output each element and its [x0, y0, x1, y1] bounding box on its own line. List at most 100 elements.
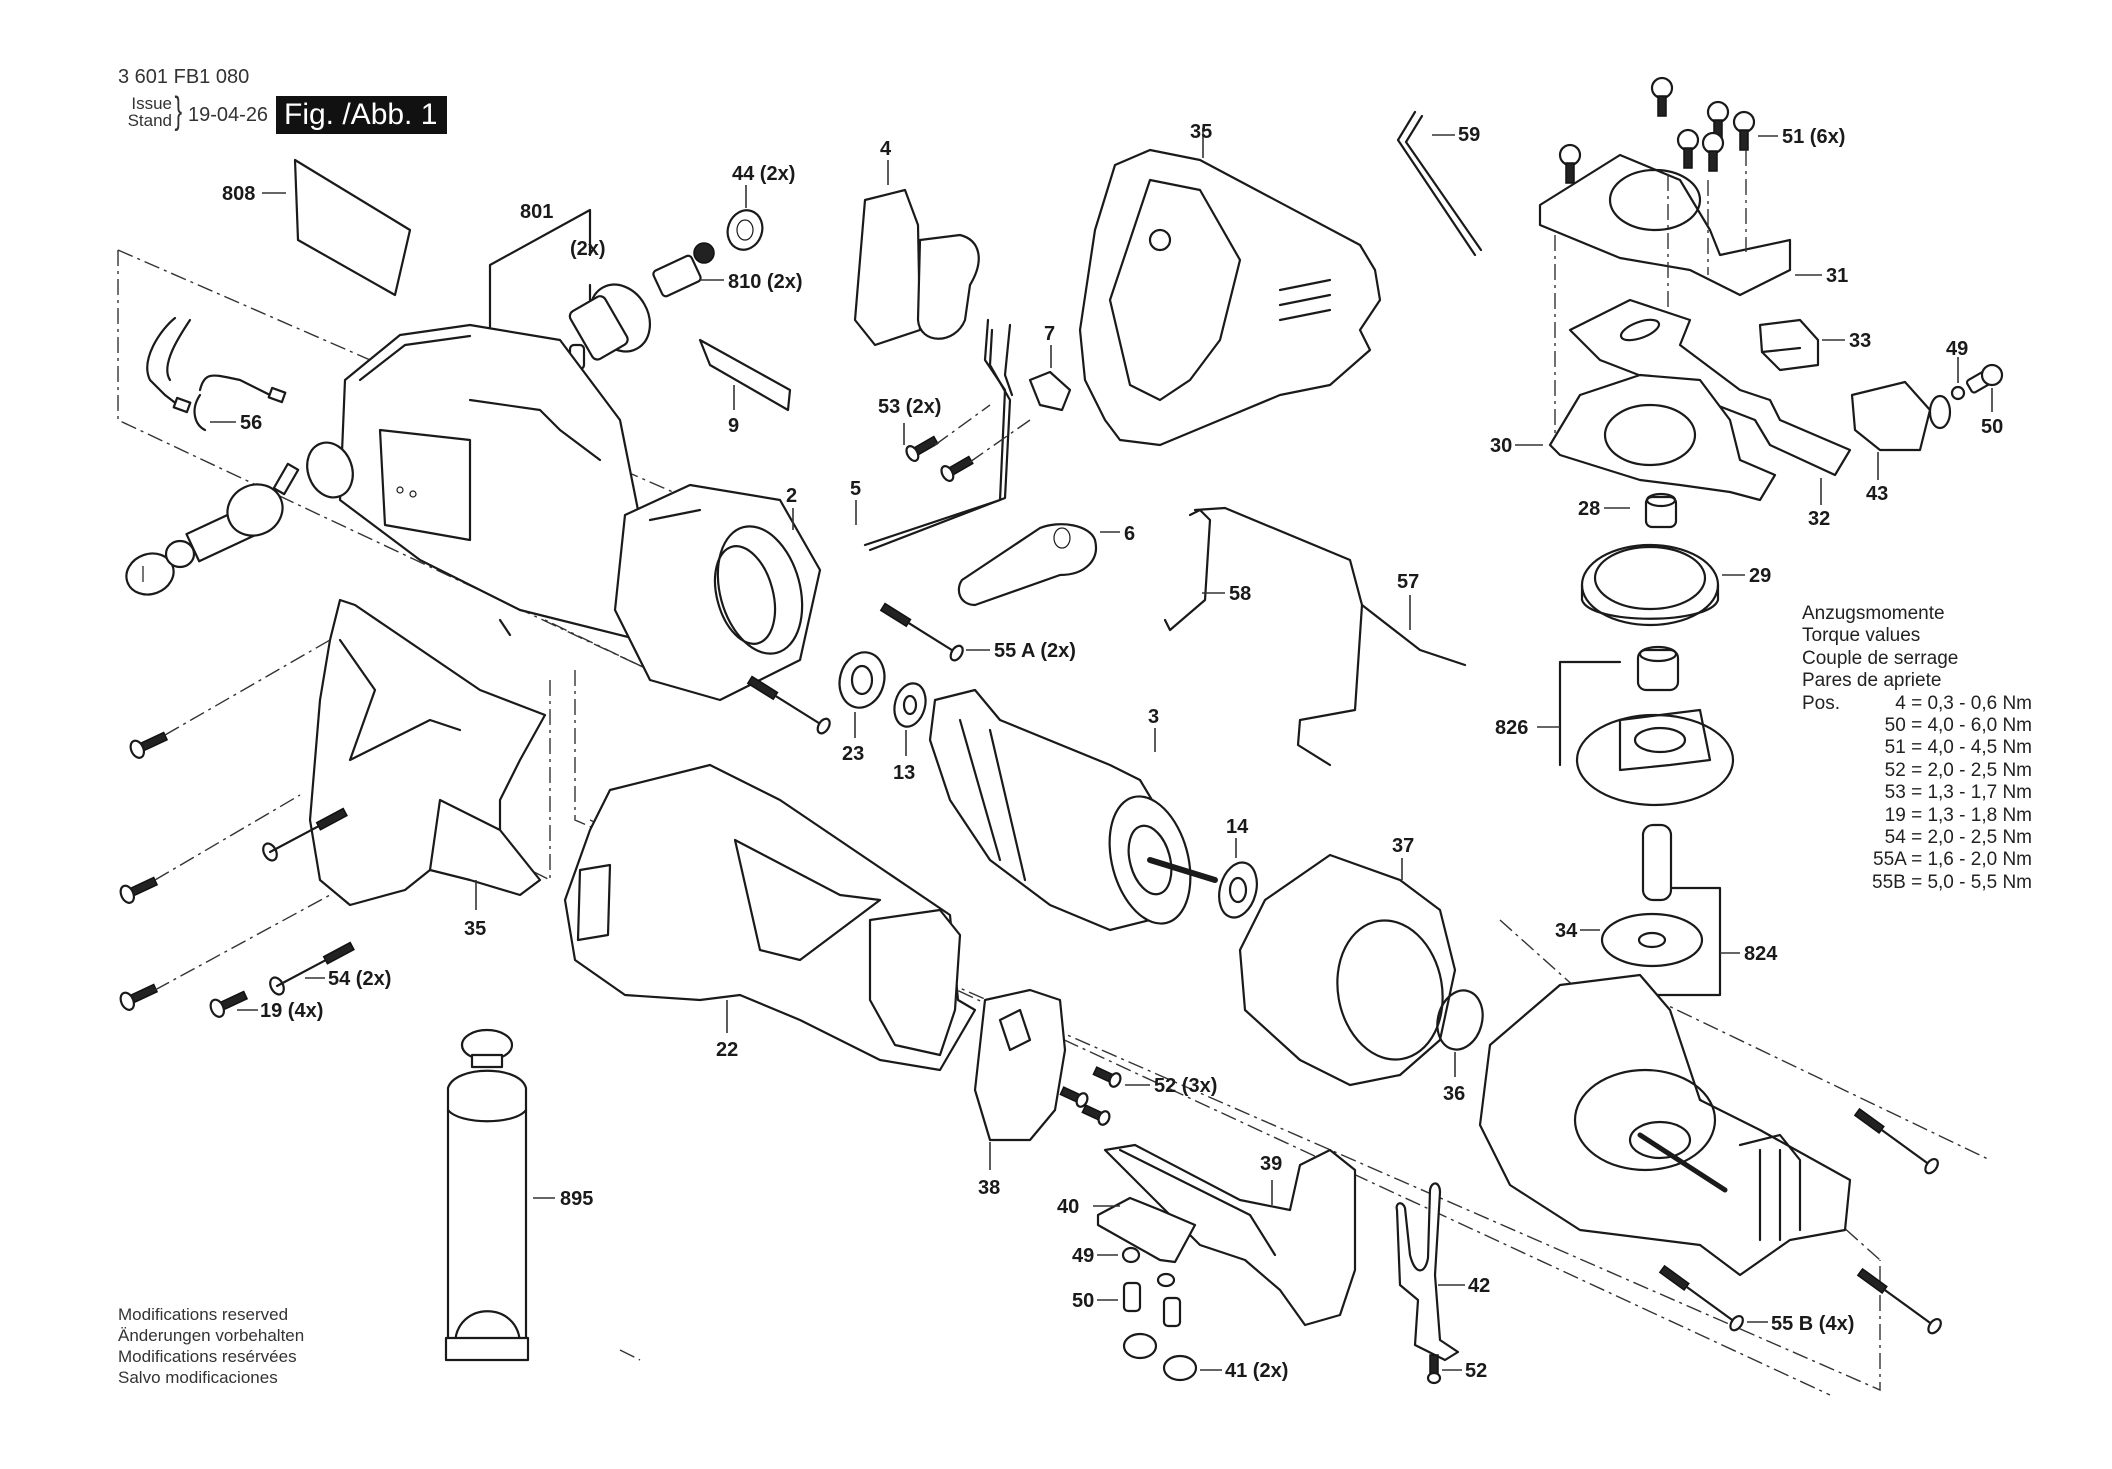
- label-57: 57: [1397, 571, 1419, 593]
- label-2: 2: [786, 485, 797, 507]
- label-38: 38: [978, 1177, 1000, 1199]
- label-55a: 55 A (2x): [994, 640, 1076, 662]
- note-de: Änderungen vorbehalten: [118, 1326, 305, 1345]
- part-54-screws: [262, 807, 355, 996]
- label-50-bottom: 50: [1072, 1290, 1094, 1312]
- part-56-wire-set: [146, 316, 287, 432]
- label-54: 54 (2x): [328, 968, 391, 990]
- torque-value: 55B = 5,0 - 5,5 Nm: [1872, 871, 2032, 893]
- part-58-wire: [1163, 508, 1225, 632]
- part-23-bearing-seat: [838, 651, 886, 738]
- part-808-label-sheet: [262, 158, 412, 297]
- label-801-qty: (2x): [570, 238, 606, 260]
- part-35-handle-half: [308, 598, 547, 910]
- torque-value: 4 = 0,3 - 0,6 Nm: [1895, 692, 2032, 714]
- part-59-hex-key: [1396, 110, 1483, 257]
- pos-label: Pos.: [1802, 692, 1841, 714]
- part-19-screws: [119, 639, 331, 1018]
- label-14: 14: [1226, 816, 1249, 838]
- torque-value: 54 = 2,0 - 2,5 Nm: [1884, 827, 2032, 849]
- part-36-o-ring: [1436, 989, 1484, 1077]
- issue-label: Issue: [131, 94, 172, 113]
- label-7: 7: [1044, 323, 1055, 345]
- part-824-pin-set: [1641, 823, 1740, 997]
- label-52-3x: 52 (3x): [1154, 1075, 1217, 1097]
- part-55a-screws: [746, 602, 990, 735]
- label-30: 30: [1490, 435, 1512, 457]
- label-810: 810 (2x): [728, 271, 803, 293]
- part-44-bearing: [726, 185, 764, 251]
- label-31: 31: [1826, 265, 1848, 287]
- label-19: 19 (4x): [260, 1000, 323, 1022]
- torque-row: 55B = 5,0 - 5,5 Nm: [1802, 872, 2032, 894]
- torque-heading-fr: Couple de serrage: [1802, 647, 1959, 669]
- part-40-plate: [1093, 1196, 1197, 1264]
- part-38-nose-plate: [973, 988, 1067, 1170]
- figure-title: Fig. /Abb. 1: [276, 96, 448, 134]
- part-9-label-plate: [698, 338, 792, 412]
- torque-values-table: Anzugsmomente Torque values Couple de se…: [1802, 603, 2032, 894]
- torque-value: 50 = 4,0 - 6,0 Nm: [1884, 715, 2032, 737]
- label-23: 23: [842, 743, 864, 765]
- brace-glyph: }: [174, 90, 183, 132]
- part-labels: 808 801 (2x) 44 (2x) 810 (2x) 9 4 7 53 (…: [222, 121, 2003, 1382]
- part-42-fork-bracket: [1395, 1182, 1465, 1362]
- torque-value: 51 = 4,0 - 4,5 Nm: [1884, 737, 2032, 759]
- part-52-screws: [1059, 1066, 1150, 1126]
- part-41-feet: [1122, 1332, 1222, 1382]
- part-motor-housing: [306, 323, 642, 642]
- part-28-needle-bearing: [1604, 492, 1678, 529]
- label-49-bottom: 49: [1072, 1245, 1094, 1267]
- label-13: 13: [893, 762, 915, 784]
- part-50-bolt-top: [1965, 363, 2004, 412]
- label-29: 29: [1749, 565, 1771, 587]
- label-22: 22: [716, 1039, 738, 1061]
- part-2-field-coil: [613, 483, 822, 702]
- part-37-fan-baffle: [1238, 853, 1457, 1087]
- note-fr: Modifications resérvées: [118, 1347, 297, 1366]
- part-22-nose-housing: [563, 763, 977, 1072]
- part-51-screws: [1558, 76, 1778, 184]
- stand-label: Stand: [127, 111, 172, 130]
- label-43: 43: [1866, 483, 1888, 505]
- part-810-carbon-brush: [652, 242, 724, 298]
- part-4-switch: [853, 160, 980, 347]
- label-56: 56: [240, 412, 262, 434]
- torque-row: 52 = 2,0 - 2,5 Nm: [1802, 760, 2032, 782]
- note-en: Modifications reserved: [118, 1305, 289, 1324]
- label-52-single: 52: [1465, 1360, 1487, 1382]
- part-895-grease-tube: [444, 1028, 555, 1362]
- part-29-ring: [1580, 543, 1745, 627]
- torque-row: 54 = 2,0 - 2,5 Nm: [1802, 827, 2032, 849]
- part-35-handle-housing: [1078, 128, 1382, 447]
- part-55b-screws: [1658, 1107, 1942, 1335]
- part-50-bolt-bottom: [1097, 1281, 1182, 1328]
- label-39: 39: [1260, 1153, 1282, 1175]
- label-4: 4: [880, 138, 892, 160]
- label-35-top: 35: [1190, 121, 1212, 143]
- torque-value: 52 = 2,0 - 2,5 Nm: [1884, 759, 2032, 781]
- part-43-clamp-block: [1850, 380, 1952, 480]
- issue-date: 19-04-26: [188, 104, 269, 126]
- part-7-cable-clamp: [1028, 345, 1072, 412]
- part-49-washer-bottom: [1097, 1246, 1176, 1288]
- torque-heading-en: Torque values: [1802, 625, 1921, 647]
- issue-stand-label: Issue Stand: [124, 95, 172, 129]
- label-34: 34: [1555, 920, 1578, 942]
- part-3-armature: [928, 688, 1218, 932]
- modifications-notice: Modifications reserved Änderungen vorbeh…: [118, 1304, 304, 1388]
- label-53: 53 (2x): [878, 396, 941, 418]
- part-30-base-plate: [1515, 373, 1777, 502]
- document-number: 3 601 FB1 080: [118, 66, 250, 88]
- label-801: 801: [520, 201, 553, 223]
- label-28: 28: [1578, 498, 1600, 520]
- label-824: 824: [1744, 943, 1778, 965]
- part-52-screw-single: [1426, 1354, 1462, 1385]
- torque-row: 55A = 1,6 - 2,0 Nm: [1802, 849, 2032, 871]
- label-9: 9: [728, 415, 739, 437]
- label-59: 59: [1458, 124, 1480, 146]
- torque-value: 19 = 1,3 - 1,8 Nm: [1884, 804, 2032, 826]
- torque-row: 51 = 4,0 - 4,5 Nm: [1802, 737, 2032, 759]
- part-6-lever: [957, 523, 1120, 607]
